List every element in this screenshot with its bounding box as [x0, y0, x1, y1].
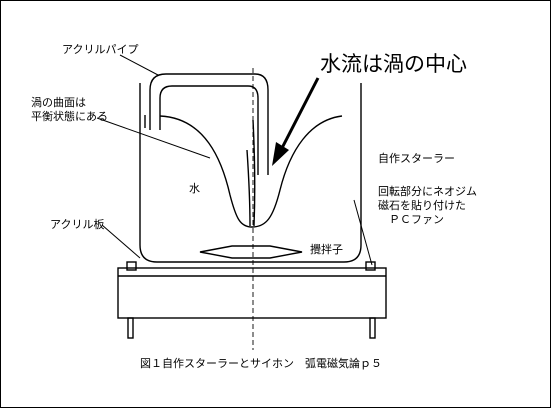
right-foot [365, 261, 376, 271]
acrylic-pipe-outer [149, 73, 269, 175]
leader-acrylic-pipe [119, 54, 159, 76]
figure-caption: 図１自作スターラーとサイホン 弧電磁気論ｐ５ [140, 357, 382, 370]
leader-vortex-curve [96, 117, 211, 159]
label-acrylic-plate: アクリル板 [50, 218, 105, 231]
flow-arrow-shaft [279, 77, 320, 151]
container-outline [139, 83, 362, 263]
label-neodymium-note: 回転部分にネオジム 磁石を貼り付けた ＰＣファン [378, 185, 477, 226]
right-leg [369, 317, 376, 339]
leader-acrylic-plate [101, 224, 141, 259]
label-flow-center: 水流は渦の中心 [320, 52, 467, 76]
label-homemade-stirrer: 自作スターラー [378, 152, 455, 165]
left-leg [127, 317, 134, 339]
label-water: 水 [189, 182, 200, 195]
stirrer-body [117, 267, 387, 319]
label-stir-bar: 攪拌子 [310, 243, 343, 256]
flow-arrow-head [272, 142, 289, 166]
vortex-surface [159, 115, 343, 228]
label-vortex-curve: 渦の曲面は 平衡状態にある [31, 96, 108, 123]
label-acrylic-pipe: アクリルパイプ [62, 43, 139, 56]
stir-bar-shape [199, 245, 303, 259]
leader-neodymium [353, 199, 373, 266]
acrylic-pipe-inner [159, 85, 259, 175]
left-foot [126, 261, 137, 271]
vortex-core [246, 119, 256, 227]
